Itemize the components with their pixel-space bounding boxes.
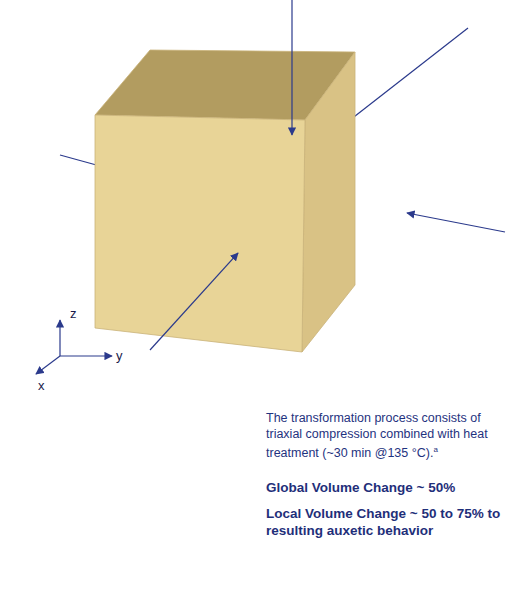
axis-label: z — [70, 306, 77, 321]
axis-line — [60, 155, 100, 166]
description-paragraph: The transformation process consists of t… — [266, 410, 508, 461]
axis-label: x — [38, 378, 45, 393]
z-axis — [59, 320, 60, 356]
cube-right-face — [302, 52, 355, 352]
y-axis — [60, 355, 112, 356]
force-arrow — [291, 0, 292, 135]
description-text: The transformation process consists of t… — [266, 411, 488, 460]
x-axis — [36, 356, 60, 374]
note-text: Local Volume Change ~ 50 to 75% to resul… — [266, 505, 508, 539]
axis-line — [350, 28, 468, 120]
cube-front-face — [95, 115, 305, 352]
force-arrow — [407, 213, 505, 232]
force-arrow — [150, 253, 238, 350]
axis-label: y — [116, 348, 123, 363]
footnote-mark: a — [433, 445, 437, 454]
note-text: Global Volume Change ~ 50% — [266, 479, 508, 496]
